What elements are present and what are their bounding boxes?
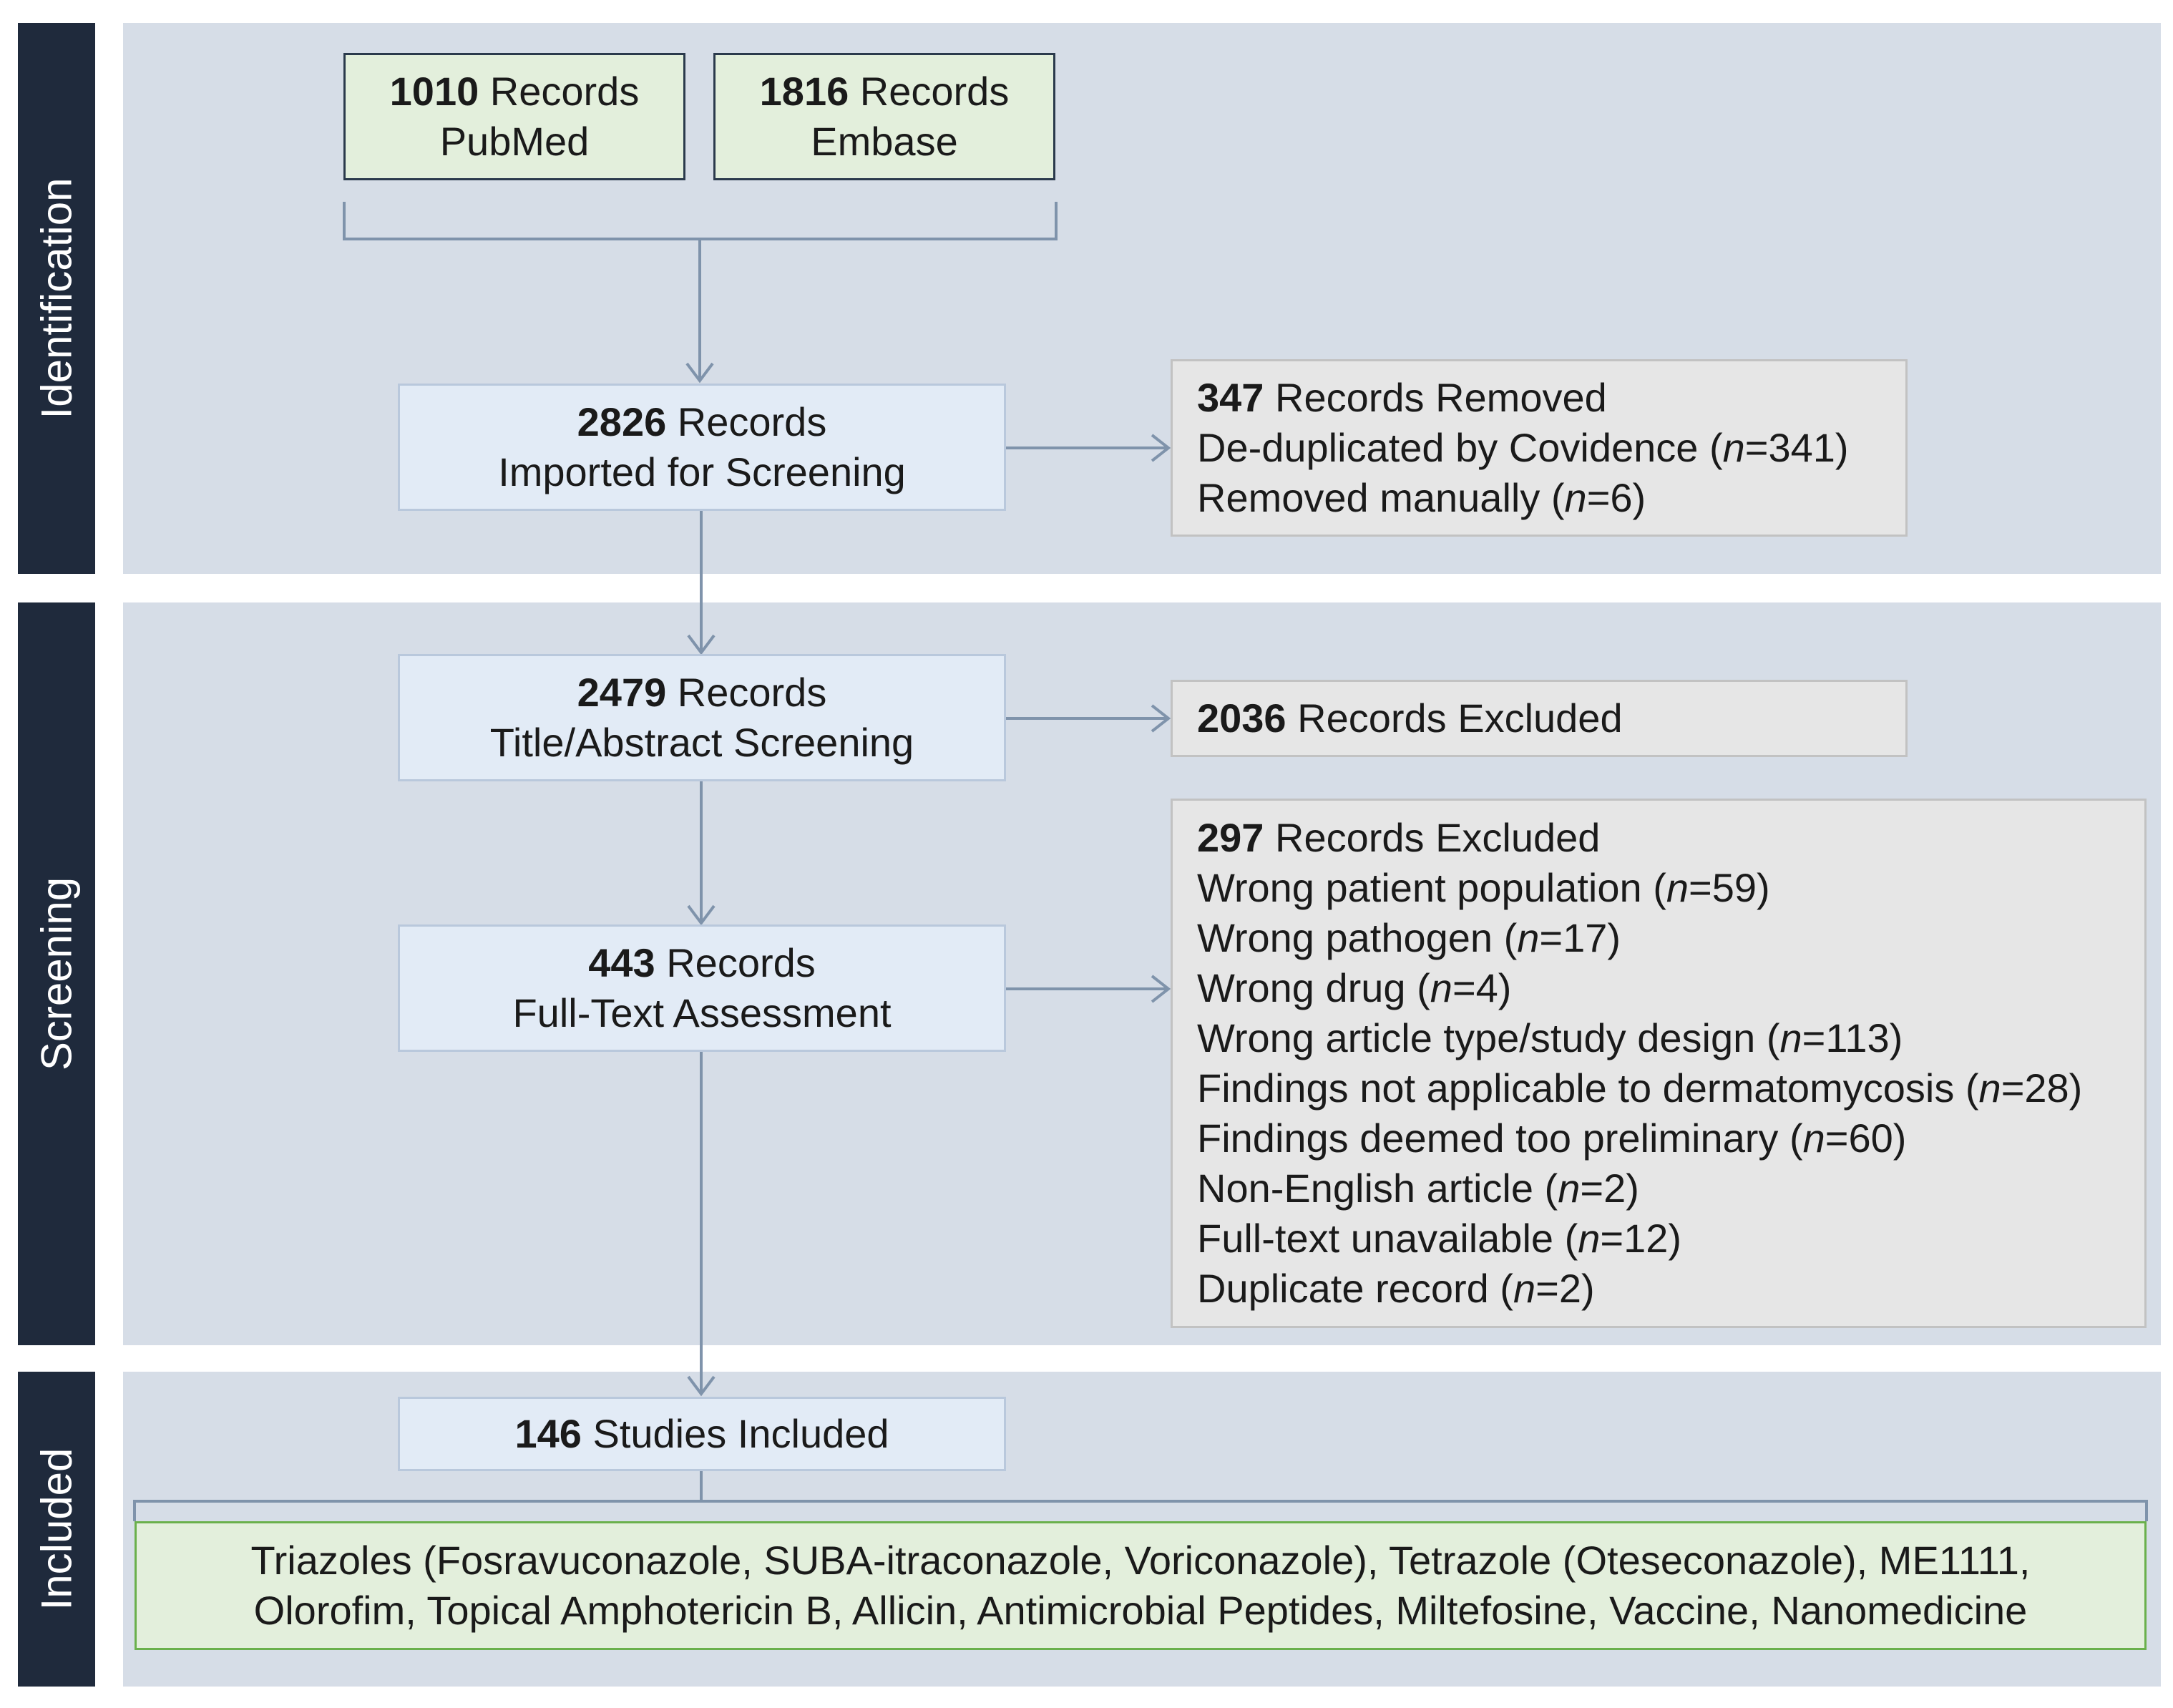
excluded-title-abstract-box: 2036 Records Excluded [1171, 680, 1908, 757]
pubmed-records-line: 1010 Records [390, 67, 640, 117]
source-bracket [343, 202, 1058, 240]
exclusion-reason: Duplicate record (n=2) [1197, 1266, 1595, 1311]
stage-bar-identification: Identification [18, 23, 95, 574]
exclusion-reason: Wrong pathogen (n=17) [1197, 915, 1621, 960]
full-text-label: Records [655, 940, 816, 985]
exclusion-reason: Wrong patient population (n=59) [1197, 865, 1770, 910]
exclusion-reason: Full-text unavailable (n=12) [1197, 1216, 1682, 1261]
pubmed-source-name: PubMed [439, 119, 590, 164]
imported-count: 2826 [577, 399, 667, 444]
full-text-box: 443 Records Full-Text Assessment [398, 924, 1006, 1052]
arrowhead [1151, 434, 1171, 462]
exclusion-reason: Findings not applicable to dermatomycosi… [1197, 1065, 2083, 1111]
excluded-ta-count: 2036 [1197, 696, 1286, 741]
removed-dedup-line: De-duplicated by Covidence (n=341) [1197, 425, 1849, 470]
imported-records-box: 2826 Records Imported for Screening [398, 384, 1006, 511]
arrowhead [687, 1375, 716, 1397]
stage-bar-included: Included [18, 1372, 95, 1687]
agents-line-2: Olorofim, Topical Amphotericin B, Allici… [253, 1588, 2028, 1633]
arrowhead [687, 634, 716, 655]
title-abstract-label: Records [666, 670, 827, 715]
pubmed-records-count: 1010 [389, 69, 479, 114]
studies-included-box: 146 Studies Included [398, 1397, 1006, 1471]
exclusion-reason: Findings deemed too preliminary (n=60) [1197, 1116, 1907, 1161]
embase-records-box: 1816 Records Embase [713, 53, 1055, 180]
embase-source-name: Embase [811, 119, 958, 164]
removed-label: Records Removed [1264, 375, 1607, 420]
full-text-subtitle: Full-Text Assessment [512, 990, 892, 1035]
excluded-ft-label: Records Excluded [1264, 815, 1601, 860]
exclusion-reason: Wrong drug (n=4) [1197, 965, 1512, 1010]
exclusion-reason: Wrong article type/study design (n=113) [1197, 1015, 1903, 1060]
excluded-ft-count: 297 [1197, 815, 1264, 860]
pubmed-records-box: 1010 Records PubMed [343, 53, 685, 180]
agents-line-1: Triazoles (Fosravuconazole, SUBA-itracon… [250, 1538, 2031, 1583]
title-abstract-subtitle: Title/Abstract Screening [489, 720, 914, 765]
arrowhead [687, 904, 716, 926]
arrowhead [1151, 975, 1171, 1003]
excluded-full-text-box: 297 Records Excluded Wrong patient popul… [1171, 799, 2147, 1328]
removed-count: 347 [1197, 375, 1264, 420]
embase-records-line: 1816 Records [760, 67, 1010, 117]
removed-manual-line: Removed manually (n=6) [1197, 475, 1646, 520]
full-text-count: 443 [588, 940, 655, 985]
included-bracket [133, 1471, 2148, 1521]
embase-records-count: 1816 [759, 69, 849, 114]
records-removed-box: 347 Records Removed De-duplicated by Cov… [1171, 359, 1908, 537]
title-abstract-count: 2479 [577, 670, 667, 715]
pubmed-records-label: Records [479, 69, 640, 114]
excluded-ta-label: Records Excluded [1286, 696, 1623, 741]
title-abstract-box: 2479 Records Title/Abstract Screening [398, 654, 1006, 781]
included-label: Studies Included [581, 1411, 889, 1456]
included-count: 146 [514, 1411, 582, 1456]
stage-bar-screening: Screening [18, 602, 95, 1345]
imported-label: Records [666, 399, 827, 444]
included-agents-box: Triazoles (Fosravuconazole, SUBA-itracon… [135, 1521, 2147, 1650]
exclusion-reason: Non-English article (n=2) [1197, 1166, 1639, 1211]
arrowhead [685, 362, 714, 384]
imported-subtitle: Imported for Screening [498, 449, 906, 494]
arrowhead [1151, 704, 1171, 733]
embase-records-label: Records [849, 69, 1010, 114]
